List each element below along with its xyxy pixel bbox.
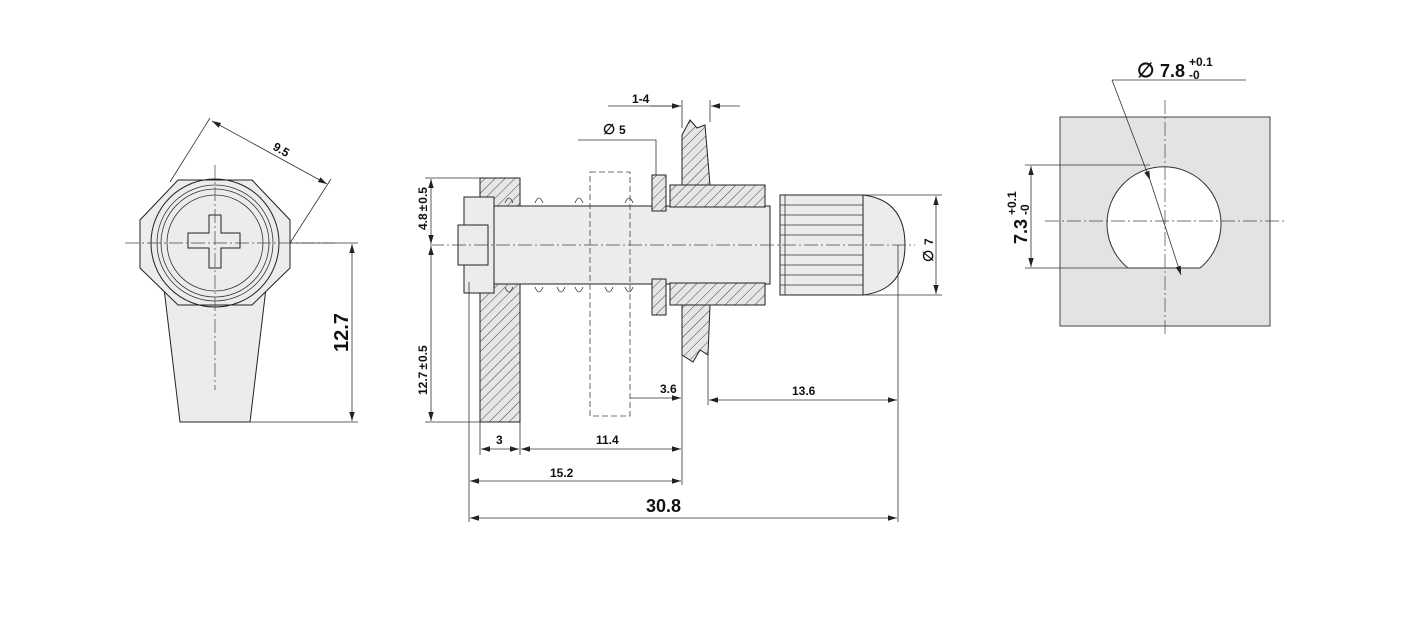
dim-label-13.6: 13.6 [792, 384, 816, 398]
dim-label-9.5: 9.5 [271, 139, 293, 160]
panel-top [681, 119, 711, 186]
panel-cutout-view: ∅ 7.8 +0.1 -0 7.3 +0.1 -0 [1005, 55, 1285, 335]
washer-top [651, 174, 667, 212]
dim-label-3.6: 3.6 [660, 382, 677, 396]
dim-label-3: 3 [496, 433, 503, 447]
hidden-spacer [589, 171, 631, 417]
front-view: 9.5 12.7 [125, 117, 358, 423]
dim-label-phi7.8: 7.8 [1160, 61, 1185, 81]
dim-label-12.7-left: 12.7±0.5 [416, 345, 430, 395]
dim-symbol-phi5: ∅ [603, 121, 615, 137]
side-section-view: 1-4 ∅ 5 ∅ 7 4.8±0.5 12.7±0.5 3.6 13.6 [416, 92, 942, 522]
dim-tol-minus-phi7.8: -0 [1189, 68, 1200, 82]
phillips-recess-icon [187, 214, 241, 269]
dim-symbol-phi7.8: ∅ [1137, 60, 1154, 82]
dim-label-11.4: 11.4 [596, 433, 619, 447]
dim-tol-plus-7.3: +0.1 [1005, 191, 1019, 215]
dim-label-phi5: 5 [619, 123, 626, 137]
lever-plate-bottom [479, 281, 521, 423]
spring-coils [504, 197, 634, 293]
dim-label-15.2: 15.2 [550, 466, 574, 480]
dim-tol-minus-7.3: -0 [1018, 204, 1032, 215]
dim-symbol-phi7: ∅ [920, 250, 936, 262]
dim-label-30.8: 30.8 [646, 496, 681, 516]
nut-top [669, 184, 766, 208]
dim-label-1-4: 1-4 [632, 92, 650, 106]
dim-label-7.3: 7.3 [1011, 219, 1031, 244]
dim-tol-plus-phi7.8: +0.1 [1189, 55, 1213, 69]
dim-label-12.7-right: 12.7 [331, 313, 353, 352]
nut-bottom [669, 282, 766, 306]
dim-line-phi7.8 [1111, 79, 1151, 181]
panel-bottom [681, 304, 711, 363]
knurl-lines [780, 195, 863, 295]
dim-line-9.5 [211, 120, 328, 185]
cutout-hole [1106, 166, 1222, 269]
dim-label-4.8: 4.8±0.5 [416, 187, 430, 230]
dim-label-phi7: 7 [922, 238, 936, 245]
washer-bottom [651, 278, 667, 316]
